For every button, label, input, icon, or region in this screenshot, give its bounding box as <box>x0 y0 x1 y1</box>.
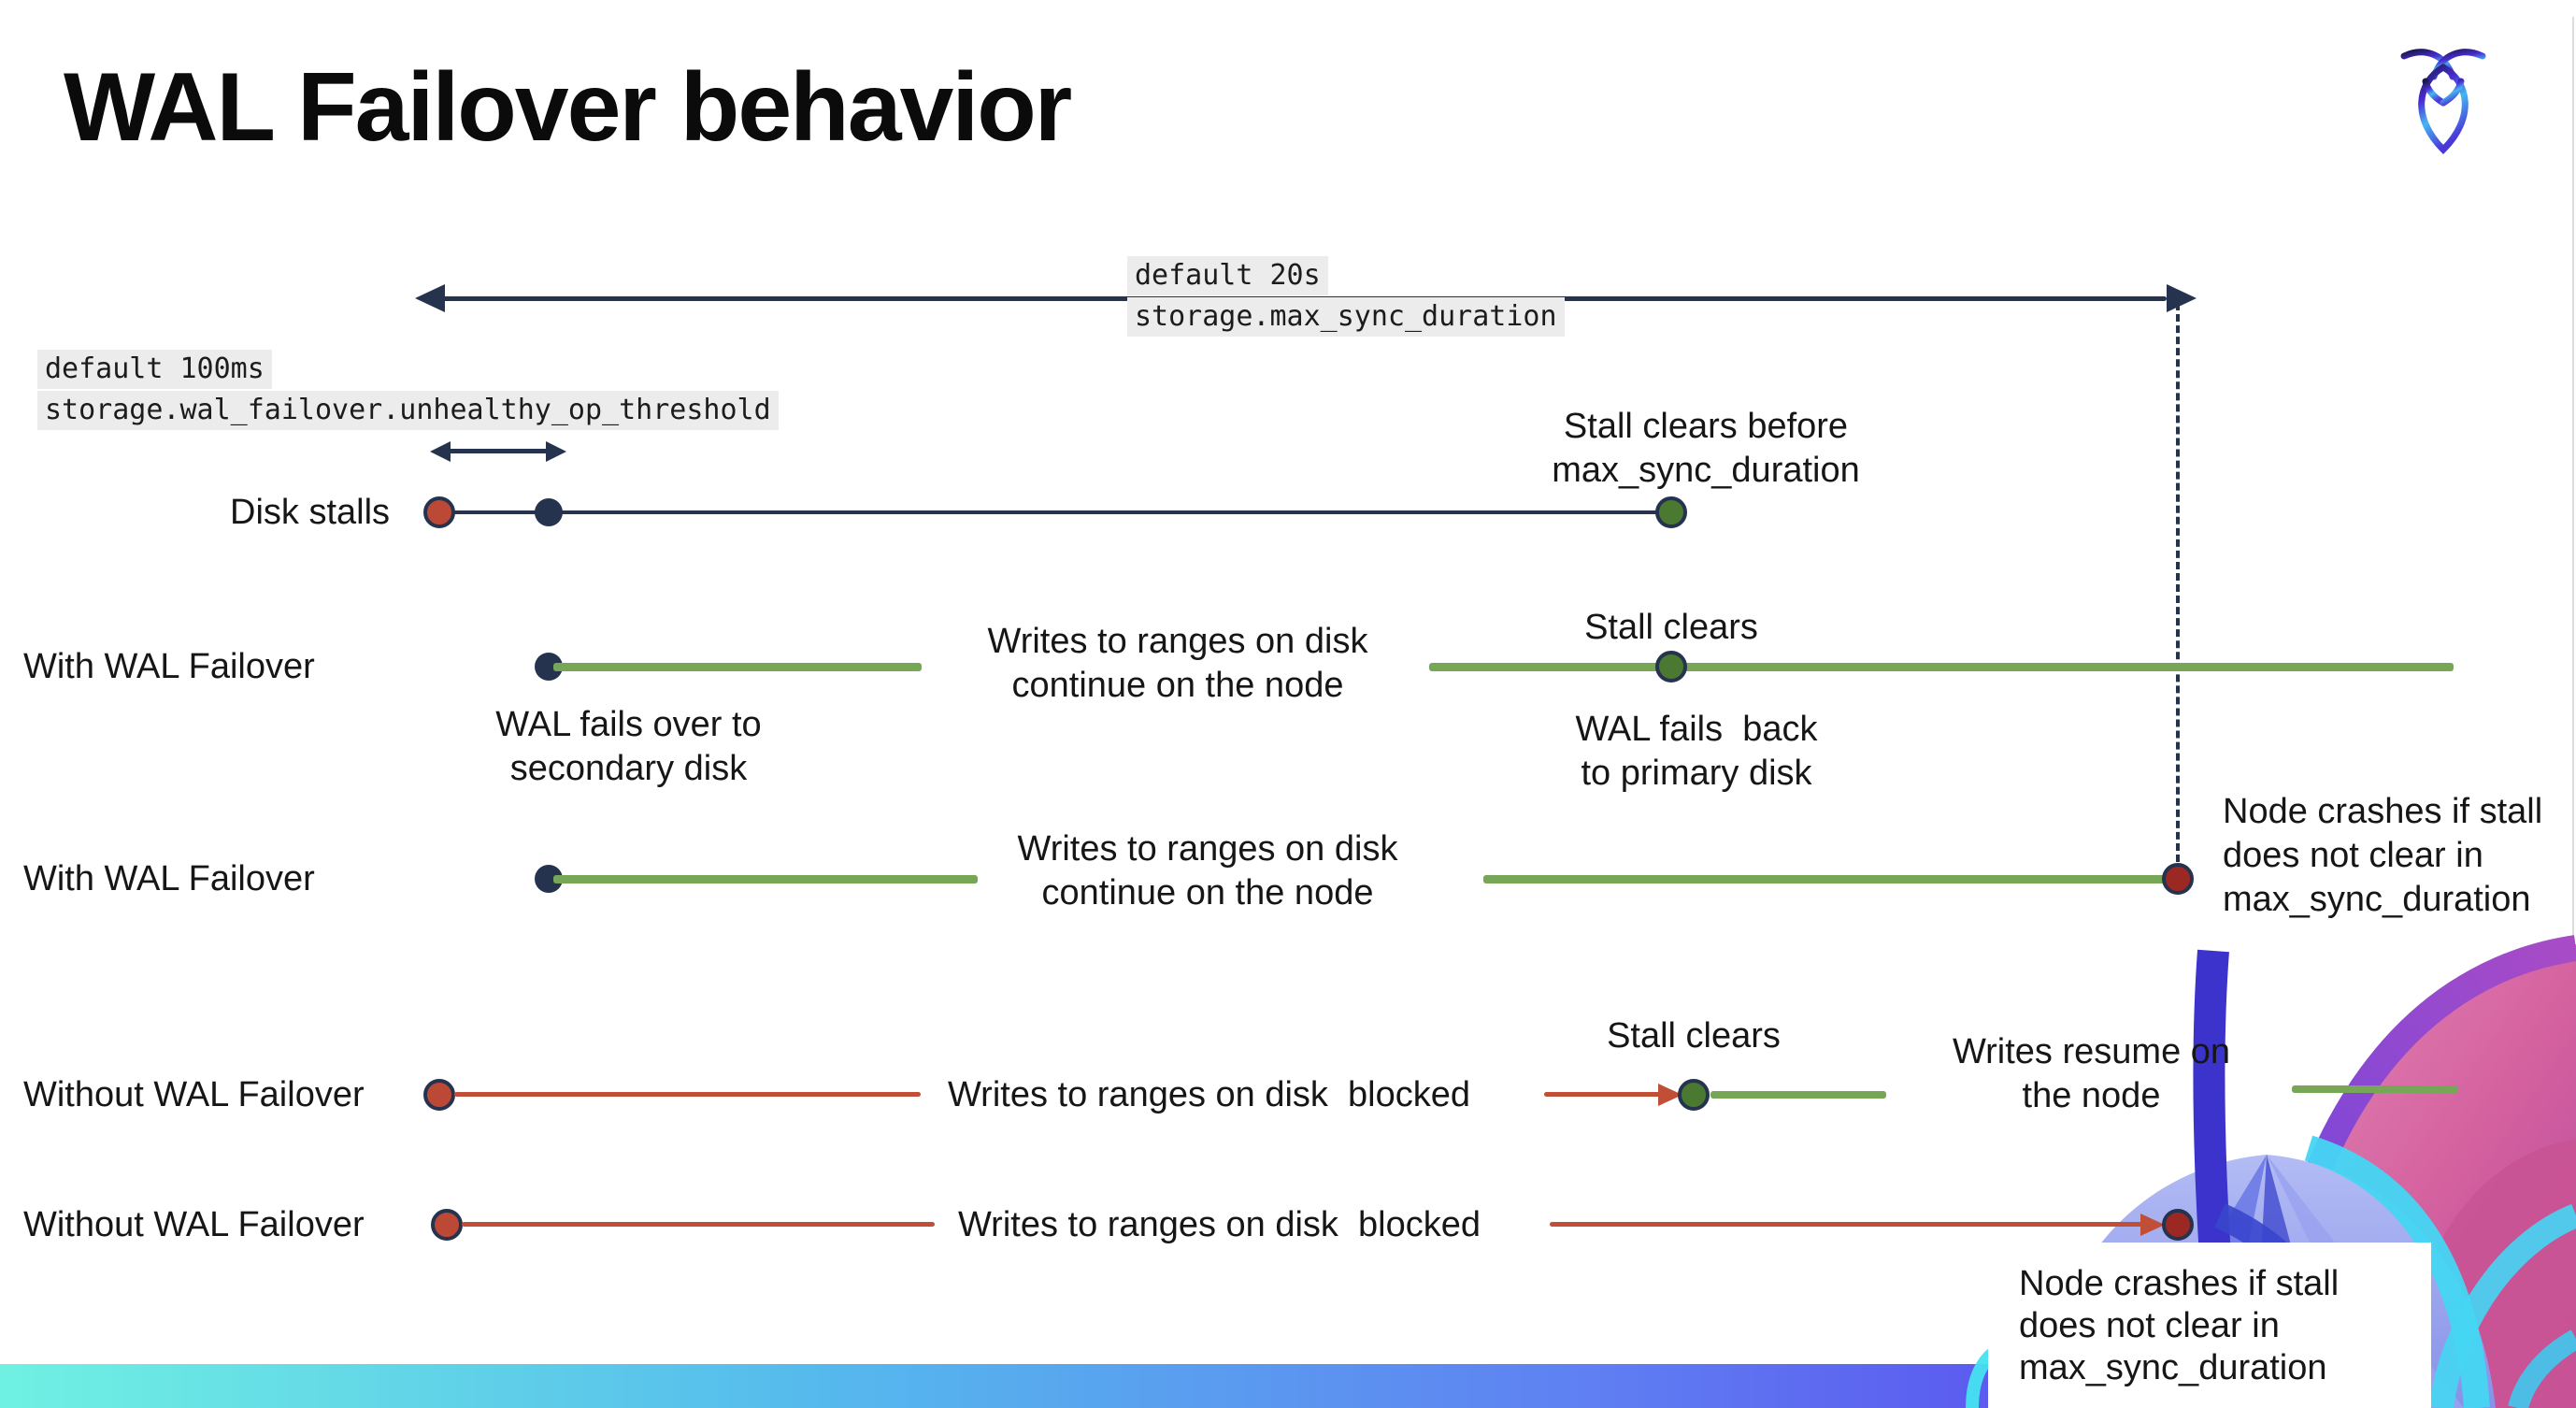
row-label-without-wal-failover-1: Without WAL Failover <box>23 1075 365 1114</box>
wal-fails-back-label: WAL fails back to primary disk <box>1575 710 1818 793</box>
writes-resume-line-3a <box>1710 1091 1886 1099</box>
op-threshold-setting-label: storage.wal_failover.unhealthy_op_thresh… <box>37 391 779 430</box>
row-label-with-wal-failover-1: With WAL Failover <box>23 647 315 686</box>
callout-max-sync-duration: default 20s storage.max_sync_duration <box>1127 256 1565 337</box>
writes-continue-label-1: Writes to ranges on disk continue on the… <box>987 622 1368 705</box>
row-label-with-wal-failover-2: With WAL Failover <box>23 859 315 898</box>
red-arrowhead-icon-2 <box>2140 1214 2165 1236</box>
writes-continue-line-1b <box>1429 663 2454 671</box>
writes-continue-line-2a <box>553 875 978 884</box>
arrowhead-left-icon <box>415 284 445 312</box>
stall-clears-dot <box>1655 496 1687 528</box>
max-sync-setting-label: storage.max_sync_duration <box>1127 297 1565 337</box>
stall-start-dot-4 <box>431 1209 463 1241</box>
node-crash-callout-box: Node crashes if stall does not clear in … <box>1988 1243 2431 1408</box>
row-label-disk-stalls: Disk stalls <box>230 493 391 532</box>
writes-blocked-line-4b <box>1550 1222 2144 1227</box>
writes-blocked-line-4a <box>462 1222 935 1227</box>
node-crash-dot-2 <box>2162 1209 2194 1241</box>
writes-blocked-label-3: Writes to ranges on disk blocked <box>948 1075 1471 1114</box>
writes-blocked-label-4: Writes to ranges on disk blocked <box>958 1205 1481 1244</box>
writes-resume-line-3b <box>2292 1085 2458 1093</box>
cockroachdb-logo <box>2400 49 2486 154</box>
node-crash-label-2: Node crashes if stall does not clear in … <box>2019 1264 2340 1387</box>
node-crash-label-1: Node crashes if stall does not clear in … <box>2223 792 2543 919</box>
arrowhead-right-small-icon <box>546 441 566 462</box>
stall-start-dot-3 <box>423 1079 455 1111</box>
writes-resume-label: Writes resume on the node <box>1952 1032 2231 1115</box>
stall-clears-label-3: Stall clears <box>1607 1016 1781 1056</box>
threshold-reached-dot <box>535 498 563 526</box>
arrowhead-left-small-icon <box>430 441 451 462</box>
stall-clears-dot-3 <box>1678 1079 1710 1111</box>
arrowhead-right-icon <box>2167 284 2197 312</box>
max-sync-default-label: default 20s <box>1127 256 1328 295</box>
disk-stall-start-dot <box>423 496 455 528</box>
fails-back-dot <box>1655 651 1687 682</box>
page-title: WAL Failover behavior <box>64 53 1072 162</box>
op-threshold-default-label: default 100ms <box>37 350 272 389</box>
slide-right-edge <box>2572 17 2574 1153</box>
writes-continue-line-2b <box>1483 875 2166 884</box>
writes-continue-label-2: Writes to ranges on disk continue on the… <box>1017 829 1398 912</box>
writes-blocked-line-3a <box>454 1092 921 1097</box>
node-crash-dot-1 <box>2162 863 2194 895</box>
max-sync-deadline-dashed-line <box>2176 303 2180 862</box>
callout-op-threshold: default 100ms storage.wal_failover.unhea… <box>37 350 779 430</box>
op-threshold-span-line <box>447 449 548 453</box>
disk-stalls-timeline <box>439 510 1671 514</box>
row-label-without-wal-failover-2: Without WAL Failover <box>23 1205 365 1244</box>
writes-continue-line-1a <box>553 663 922 671</box>
stall-clears-label-1: Stall clears <box>1584 608 1758 647</box>
wal-fails-over-label: WAL fails over to secondary disk <box>495 705 762 788</box>
stall-clears-before-label: Stall clears before max_sync_duration <box>1552 407 1860 490</box>
writes-blocked-line-3b <box>1544 1092 1662 1097</box>
